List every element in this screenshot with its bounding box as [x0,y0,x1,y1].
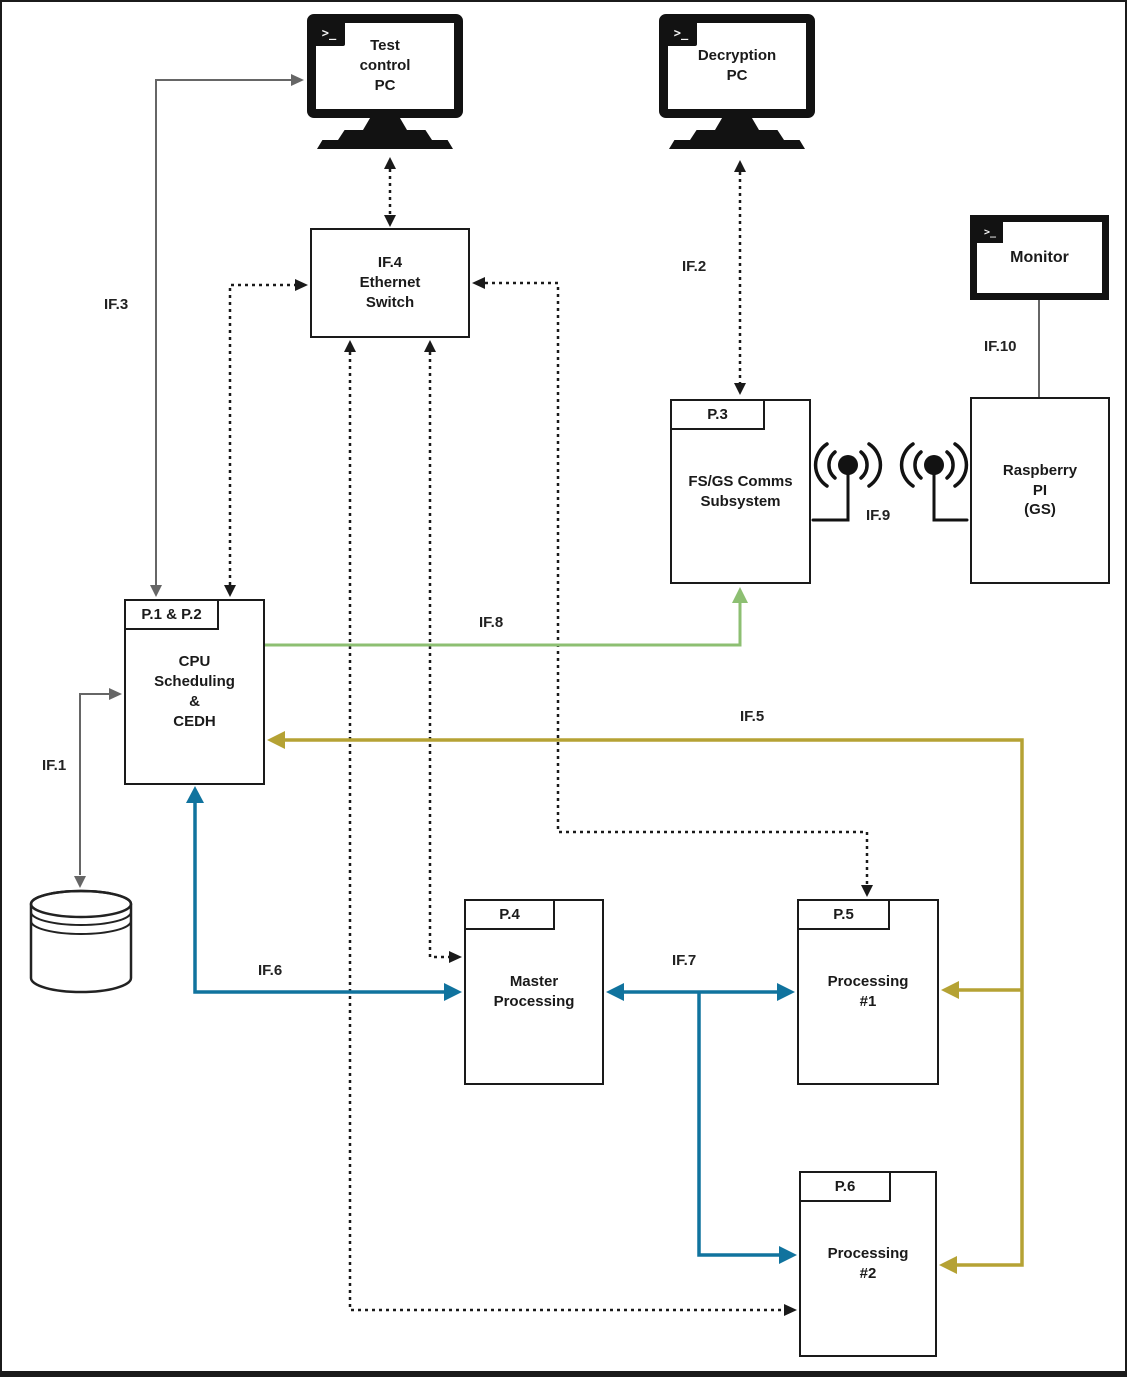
node-label: Decryption PC [697,47,777,84]
edge-if2 [734,160,746,395]
process-tab: P.3 [670,399,765,430]
edge-label-if3: IF.3 [104,296,129,313]
node-label: Processing #1 [827,973,909,1010]
node-label: IF.4 Ethernet Switch [359,254,421,311]
monitor-screen: >_ Test control PC [307,14,463,118]
edge-label-if9: IF.9 [866,507,891,524]
edge-if3 [150,74,304,597]
edge-testpc-switch [384,157,396,227]
edge-label-if1: IF.1 [42,757,67,774]
monitor-screen: >_ Decryption PC [659,14,815,118]
edge-switch-proc1 [472,277,873,897]
monitor-base [690,130,784,140]
monitor-stand [363,118,407,130]
node-label: Test control PC [359,37,411,94]
node-label: Raspberry PI (GS) [1002,461,1078,519]
node-decryption-pc: >_ Decryption PC [659,14,815,149]
edge-if7 [606,983,797,1264]
database-icon [29,889,133,994]
process-tab: P.6 [799,1171,891,1202]
node-raspberry-pi: Raspberry PI (GS) [970,397,1110,584]
node-processing-1: P.5 Processing #1 [797,899,939,1085]
process-tab: P.1 & P.2 [124,599,219,630]
node-monitor: >_ Monitor [970,215,1109,300]
monitor-base [338,130,432,140]
edge-label-if10: IF.10 [984,338,1017,355]
node-label: Master Processing [493,973,575,1010]
terminal-icon: >_ [313,20,345,46]
node-label: Monitor [1010,248,1069,266]
node-master-processing: P.4 Master Processing [464,899,604,1085]
node-processing-2: P.6 Processing #2 [799,1171,937,1357]
node-fsgs-comms: P.3 FS/GS Comms Subsystem [670,399,811,584]
edge-switch-master [424,340,462,963]
process-tab: P.5 [797,899,890,930]
node-label: Processing #2 [827,1245,909,1282]
process-tab: P.4 [464,899,555,930]
terminal-icon: >_ [665,20,697,46]
edge-label-if5: IF.5 [740,708,765,725]
monitor-foot [669,140,805,149]
node-cpu-scheduling: P.1 & P.2 CPU Scheduling & CEDH [124,599,265,785]
node-ethernet-switch: IF.4 Ethernet Switch [310,228,470,338]
edge-label-if7: IF.7 [672,952,697,969]
monitor-stand [715,118,759,130]
monitor-foot [317,140,453,149]
wifi-antenna-right-icon [899,442,969,522]
node-label: FS/GS Comms Subsystem [688,472,793,510]
terminal-icon: >_ [977,222,1003,243]
edge-if6 [186,786,462,1001]
edge-label-if8: IF.8 [479,614,504,631]
edge-if8 [265,587,748,647]
edge-cpu-switch [224,279,308,597]
edge-label-if2: IF.2 [682,258,707,275]
edge-label-if6: IF.6 [258,962,283,979]
node-label: CPU Scheduling & CEDH [154,653,235,730]
node-test-control-pc: >_ Test control PC [307,14,463,149]
edge-if1 [74,688,122,888]
